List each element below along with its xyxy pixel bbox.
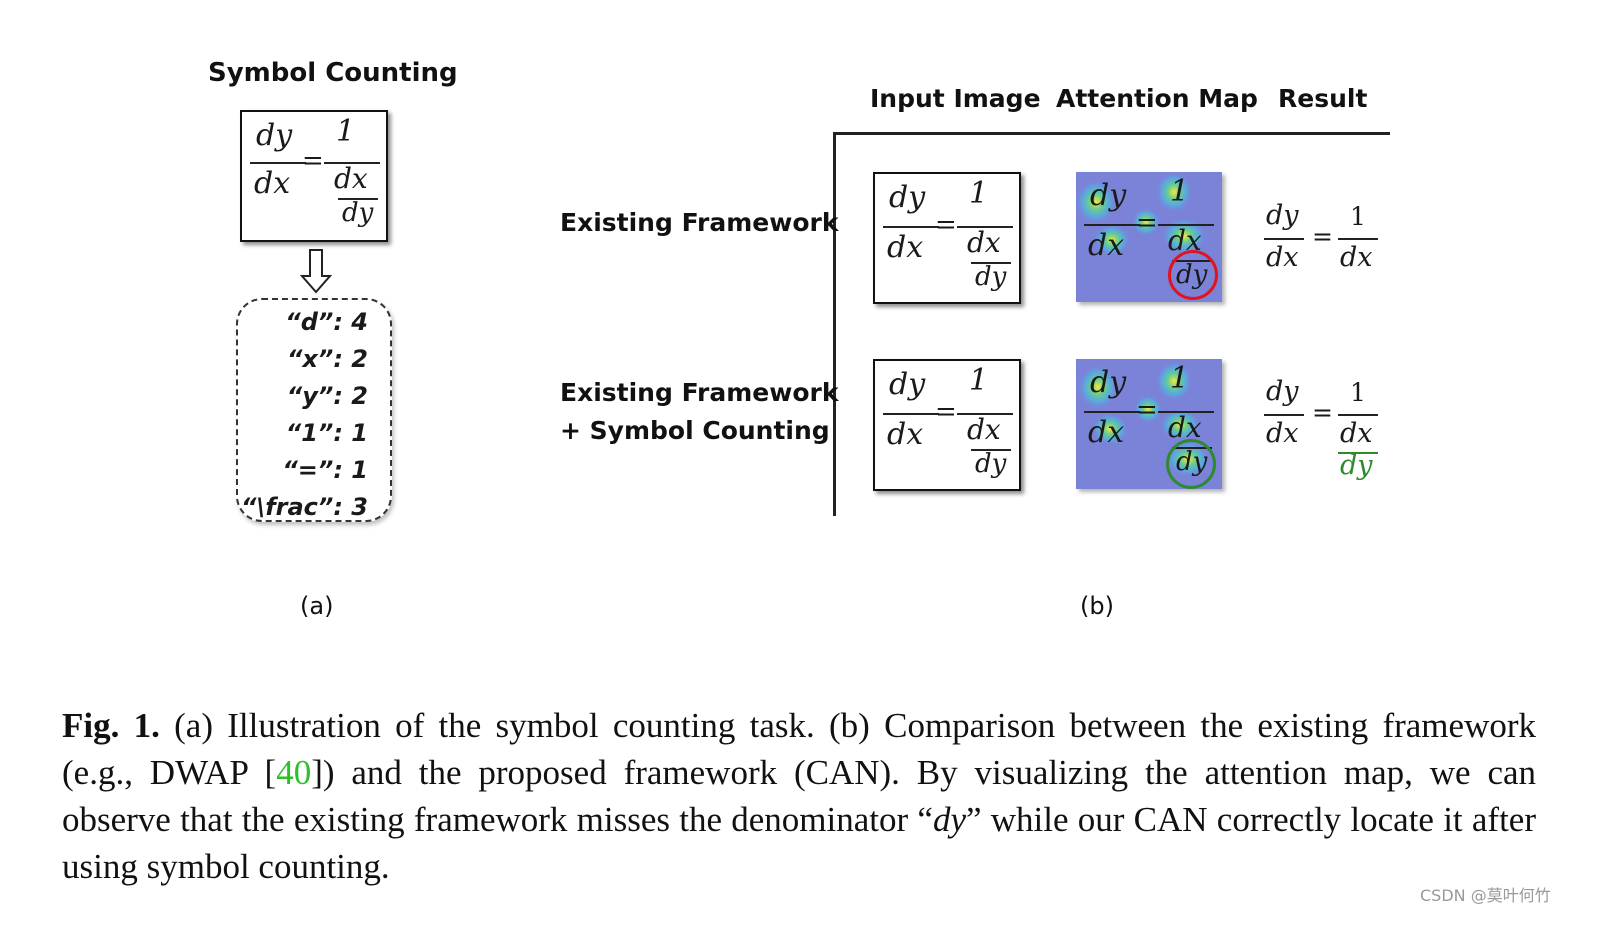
caption-text-part1: (a) Illustration of the symbol counting …	[62, 706, 1536, 792]
fraction-bar	[324, 162, 380, 164]
caption-fig-label: Fig. 1.	[62, 706, 160, 745]
input-image-row1: dy dx = 1 dx dy	[873, 172, 1021, 304]
fraction-bar	[883, 413, 939, 415]
equation-dx: dx	[967, 413, 1001, 446]
result-row1: dy dx = 1 dx	[1262, 200, 1392, 280]
panel-a-title: Symbol Counting	[208, 58, 458, 88]
fraction-bar	[1084, 224, 1140, 226]
fraction-bar	[1158, 411, 1214, 413]
column-header-input-image: Input Image	[870, 84, 1041, 113]
sublabel-a: (a)	[300, 592, 334, 620]
located-symbol-circle-green	[1166, 439, 1216, 489]
symbol-count-entry: “=”: 1	[282, 456, 368, 484]
down-arrow-icon	[300, 249, 332, 294]
equation-dy: dy	[975, 262, 1007, 292]
equation-one: 1	[336, 114, 356, 149]
symbol-count-box: “d”: 4 “x”: 2 “y”: 2 “1”: 1 “=”: 1 “\fra…	[236, 298, 392, 522]
fraction-bar	[1158, 224, 1214, 226]
equation-equals: =	[935, 210, 957, 240]
column-header-result: Result	[1278, 84, 1368, 113]
equation-equals: =	[302, 146, 324, 176]
table-top-rule	[834, 132, 1390, 135]
equation-dy: dy	[889, 180, 926, 215]
caption-text-part3: ” while our CAN correctly locate it afte…	[62, 800, 1536, 886]
equation-dy: dy	[256, 118, 293, 153]
fraction-bar	[250, 162, 306, 164]
fraction-bar	[957, 226, 1013, 228]
equation-dy: dy	[1090, 365, 1127, 400]
fraction-bar	[971, 262, 1011, 264]
equation-dx: dx	[967, 226, 1001, 259]
result-denominator: dx	[1266, 242, 1299, 273]
equation-dx: dx	[887, 230, 924, 265]
equation-equals: =	[935, 397, 957, 427]
table-left-rule	[833, 132, 836, 516]
symbol-count-entry: “y”: 2	[286, 382, 368, 410]
column-header-attention-map: Attention Map	[1056, 84, 1258, 113]
equation-dx: dx	[1088, 415, 1125, 450]
sublabel-b: (b)	[1080, 592, 1114, 620]
equation-equals: =	[1136, 208, 1158, 238]
symbol-count-entry: “x”: 2	[286, 345, 368, 373]
input-image-row2: dy dx = 1 dx dy	[873, 359, 1021, 491]
fraction-bar	[883, 226, 939, 228]
attention-map-row1: dy dx = 1 dx dy	[1076, 172, 1222, 302]
equation-dx: dx	[887, 417, 924, 452]
fraction-bar	[1264, 238, 1304, 240]
equation-dy: dy	[1090, 178, 1127, 213]
fraction-bar	[957, 413, 1013, 415]
symbol-count-entry: “\frac”: 3	[240, 493, 368, 521]
symbol-count-entry: “1”: 1	[285, 419, 368, 447]
result-equals: =	[1312, 398, 1333, 427]
fraction-bar	[338, 198, 378, 200]
row-label-existing-plus-counting: Existing Framework + Symbol Counting	[560, 378, 839, 445]
result-rhs-denominator: dx	[1340, 418, 1373, 449]
figure-caption: Fig. 1. (a) Illustration of the symbol c…	[62, 702, 1536, 890]
result-rhs-denominator: dx	[1340, 242, 1373, 273]
equation-equals: =	[1136, 395, 1158, 425]
equation-dx: dx	[1088, 228, 1125, 263]
result-numerator: dy	[1266, 376, 1299, 407]
caption-text-part2: ]) and the proposed framework (CAN). By …	[62, 753, 1537, 839]
caption-italic-dy: dy	[932, 800, 966, 839]
result-row2: dy dx = 1 dx dy	[1262, 376, 1392, 486]
equation-dx: dx	[1168, 411, 1202, 444]
equation-dx: dx	[254, 166, 291, 201]
equation-dy: dy	[975, 449, 1007, 479]
result-equals: =	[1312, 222, 1333, 251]
equation-one: 1	[969, 176, 989, 211]
row-label-existing-framework: Existing Framework	[560, 208, 839, 237]
equation-dx: dx	[334, 162, 368, 195]
result-rhs-numerator: 1	[1350, 202, 1366, 231]
fraction-bar	[1338, 414, 1378, 416]
fraction-bar-green	[1338, 452, 1378, 454]
fraction-bar	[1084, 411, 1140, 413]
result-numerator: dy	[1266, 200, 1299, 231]
equation-one: 1	[1170, 361, 1190, 396]
fraction-bar	[1264, 414, 1304, 416]
fraction-bar	[1338, 238, 1378, 240]
handwritten-equation-image: dy dx = 1 dx dy	[240, 110, 388, 242]
attention-map-row2: dy dx = 1 dx dy	[1076, 359, 1222, 489]
equation-one: 1	[1170, 174, 1190, 209]
result-rhs-numerator: 1	[1350, 378, 1366, 407]
caption-citation-link[interactable]: 40	[276, 753, 312, 792]
result-rhs-denominator-dy: dy	[1340, 450, 1373, 481]
equation-dy: dy	[889, 367, 926, 402]
missed-symbol-circle-red	[1168, 250, 1218, 300]
equation-one: 1	[969, 363, 989, 398]
symbol-count-entry: “d”: 4	[285, 308, 368, 336]
result-denominator: dx	[1266, 418, 1299, 449]
fraction-bar	[971, 449, 1011, 451]
watermark: CSDN @莫叶何竹	[1420, 886, 1551, 905]
equation-dy: dy	[342, 198, 374, 228]
